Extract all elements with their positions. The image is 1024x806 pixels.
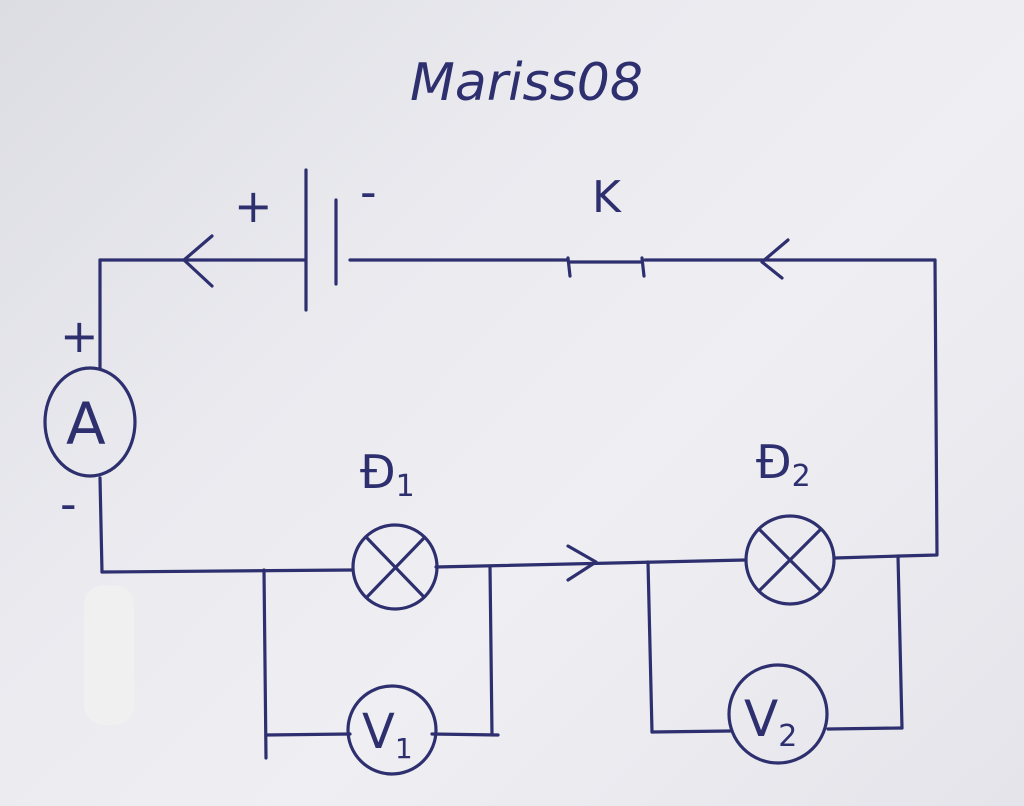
paper-smudge <box>84 585 134 725</box>
battery-minus-sign: - <box>360 165 377 219</box>
arrow-left-icon <box>182 234 214 288</box>
wire-v1-right <box>488 564 494 737</box>
voltmeter-v2-label: V2 <box>744 690 797 754</box>
switch-contact-left <box>566 256 572 278</box>
switch-k[interactable]: K <box>566 172 646 278</box>
wire-v2-right <box>896 554 904 730</box>
ammeter-symbol: A <box>66 390 106 458</box>
bulb-d1-label: Đ1 <box>360 445 415 504</box>
wire-v1-bottom-left <box>264 732 352 737</box>
wire-v2-left <box>646 560 654 734</box>
ammeter-minus-sign: - <box>60 477 77 531</box>
wire-bottom-mid <box>434 558 747 569</box>
voltmeter-v1-label: V1 <box>362 704 413 765</box>
wire-v2-bottom-right <box>826 726 904 731</box>
arrow-right-icon <box>566 544 598 582</box>
wire-right <box>898 258 939 558</box>
ammeter: A + - <box>43 309 137 531</box>
wire-bottom-left <box>100 568 354 574</box>
wire-v1-bottom-right <box>430 732 500 737</box>
voltmeter-v2-circle <box>727 663 829 765</box>
wire-bottom-right <box>833 554 902 560</box>
ammeter-plus-sign: + <box>60 309 99 363</box>
battery: + - <box>234 165 377 312</box>
bulb-cross-icon <box>758 528 822 592</box>
bulb-d1-circle <box>351 523 439 611</box>
bulb-cross-icon <box>365 536 426 599</box>
wire-v1-left <box>262 568 268 760</box>
switch-label: K <box>592 172 622 223</box>
switch-contact-right <box>640 256 646 278</box>
arrow-left-icon <box>760 238 790 280</box>
bulb-d2: Đ2 <box>744 435 836 606</box>
voltmeter-v2: V2 <box>727 663 829 765</box>
ammeter-circle <box>43 366 137 478</box>
bulb-d1: Đ1 <box>351 445 439 611</box>
voltmeter-v1-circle <box>346 684 438 776</box>
wire-left-bottom <box>98 476 104 574</box>
author-watermark: Mariss08 <box>410 53 643 113</box>
bulb-d2-label: Đ2 <box>756 435 811 494</box>
voltmeter-v1: V1 <box>346 684 438 776</box>
bulb-d2-circle <box>744 514 836 606</box>
wire-v2-bottom-left <box>650 729 732 734</box>
battery-plus-sign: + <box>234 179 273 233</box>
